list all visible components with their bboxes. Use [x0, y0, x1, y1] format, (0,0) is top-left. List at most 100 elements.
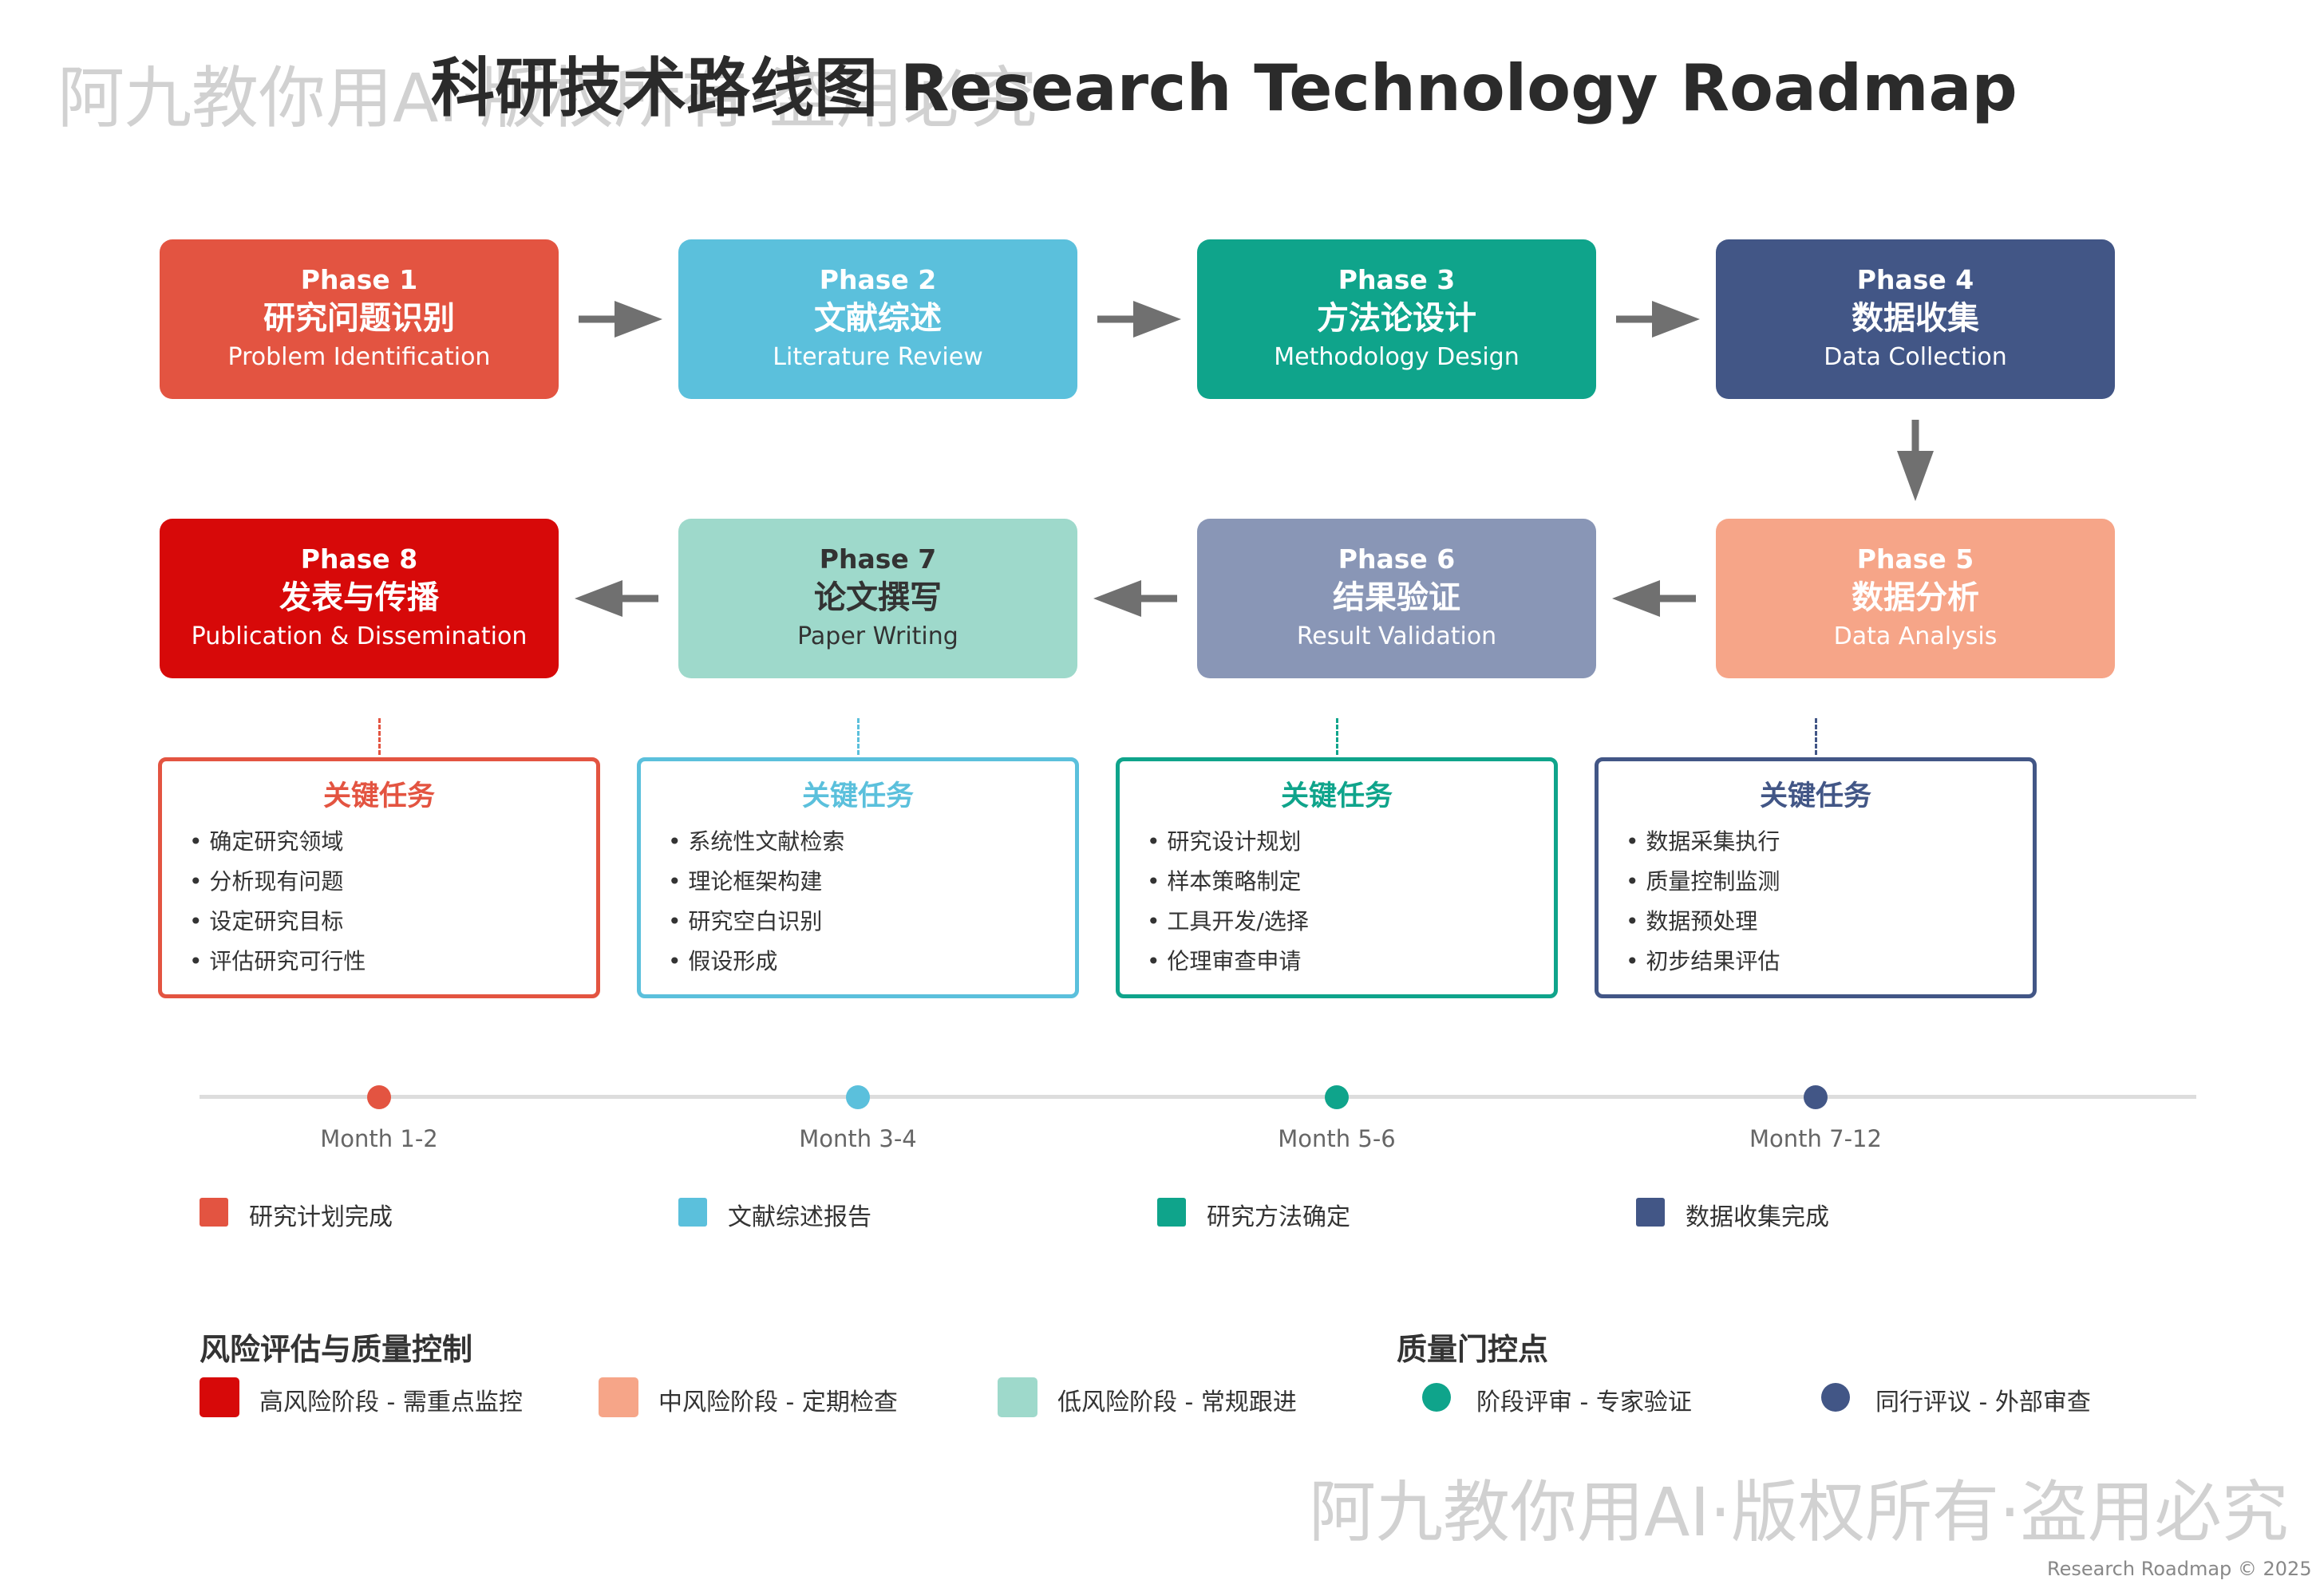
milestone-marker	[678, 1198, 707, 1227]
arrow-right-icon	[1616, 301, 1700, 338]
task-connector	[1336, 718, 1338, 755]
risk-medium-marker	[599, 1377, 638, 1417]
quality-legend-label: 阶段评审 - 专家验证	[1476, 1389, 1692, 1416]
phase-title-zh: 论文撰写	[814, 579, 942, 616]
phase-title-en: Result Validation	[1296, 622, 1497, 650]
task-connector	[857, 718, 860, 755]
quality-gate-marker	[1821, 1383, 1850, 1412]
task-box-1: 关键任务 确定研究领域 分析现有问题 设定研究目标 评估研究可行性	[158, 757, 600, 998]
phase-number: Phase 2	[819, 264, 937, 295]
milestone-marker	[1157, 1198, 1186, 1227]
milestone-label: 研究计划完成	[249, 1203, 393, 1231]
phase-title-en: Paper Writing	[797, 622, 958, 650]
risk-high-marker	[200, 1377, 239, 1417]
timeline-dot	[1325, 1085, 1349, 1109]
phase-title-zh: 文献综述	[814, 300, 942, 337]
timeline-dot	[1804, 1085, 1828, 1109]
task-item: 设定研究目标	[189, 902, 596, 942]
task-title: 关键任务	[801, 780, 914, 812]
task-item: 研究空白识别	[668, 902, 1075, 942]
phase-8-box: Phase 8 发表与传播 Publication & Disseminatio…	[160, 519, 559, 678]
arrow-right-icon	[579, 301, 662, 338]
phase-title-en: Problem Identification	[227, 343, 491, 371]
task-item: 初步结果评估	[1626, 942, 2033, 982]
risk-low-marker	[998, 1377, 1037, 1417]
phase-title-zh: 发表与传播	[279, 579, 439, 616]
task-item: 假设形成	[668, 942, 1075, 982]
milestone-label: 数据收集完成	[1686, 1203, 1829, 1231]
task-item: 工具开发/选择	[1147, 902, 1554, 942]
task-box-2: 关键任务 系统性文献检索 理论框架构建 研究空白识别 假设形成	[637, 757, 1079, 998]
task-connector	[378, 718, 381, 755]
page-title: 科研技术路线图 Research Technology Roadmap	[431, 51, 2018, 125]
phase-title-en: Literature Review	[773, 343, 983, 371]
phase-title-en: Data Analysis	[1833, 622, 1998, 650]
arrow-down-icon	[1897, 420, 1934, 501]
arrow-left-icon	[575, 580, 658, 617]
phase-number: Phase 3	[1338, 264, 1456, 295]
milestone-marker	[200, 1198, 228, 1227]
phase-7-box: Phase 7 论文撰写 Paper Writing	[678, 519, 1077, 678]
quality-legend-label: 同行评议 - 外部审查	[1875, 1389, 2091, 1416]
phase-number: Phase 4	[1856, 264, 1974, 295]
phase-4-box: Phase 4 数据收集 Data Collection	[1716, 239, 2115, 399]
task-connector	[1815, 718, 1817, 755]
arrow-right-icon	[1097, 301, 1181, 338]
phase-title-en: Publication & Dissemination	[191, 622, 528, 650]
phase-number: Phase 8	[300, 543, 418, 575]
phase-title-en: Methodology Design	[1274, 343, 1520, 371]
timeline-dot	[367, 1085, 391, 1109]
watermark-bottom: 阿九教你用AI·版权所有·盗用必究	[1309, 1473, 2289, 1551]
phase-number: Phase 1	[300, 264, 418, 295]
task-item: 数据预处理	[1626, 902, 2033, 942]
phase-number: Phase 6	[1338, 543, 1456, 575]
timeline-month-label: Month 1-2	[320, 1125, 438, 1152]
arrow-left-icon	[1612, 580, 1696, 617]
task-item: 样本策略制定	[1147, 862, 1554, 902]
phase-title-zh: 方法论设计	[1317, 300, 1476, 337]
phase-title-zh: 结果验证	[1333, 579, 1460, 616]
timeline-dot	[846, 1085, 870, 1109]
risk-legend-label: 高风险阶段 - 需重点监控	[259, 1389, 523, 1416]
milestone-marker	[1636, 1198, 1665, 1227]
quality-section-title: 质量门控点	[1397, 1332, 1549, 1367]
task-box-4: 关键任务 数据采集执行 质量控制监测 数据预处理 初步结果评估	[1595, 757, 2037, 998]
task-item: 研究设计规划	[1147, 822, 1554, 862]
phase-title-zh: 数据分析	[1852, 579, 1979, 616]
watermark-top: 阿九教你用AI·版权所有·盗用必究	[57, 59, 1037, 137]
milestone-label: 研究方法确定	[1207, 1203, 1350, 1231]
task-item: 伦理审查申请	[1147, 942, 1554, 982]
task-item: 质量控制监测	[1626, 862, 2033, 902]
task-box-3: 关键任务 研究设计规划 样本策略制定 工具开发/选择 伦理审查申请	[1116, 757, 1558, 998]
timeline-line	[200, 1095, 2196, 1099]
risk-section-title: 风险评估与质量控制	[200, 1332, 473, 1367]
task-item: 理论框架构建	[668, 862, 1075, 902]
risk-legend-label: 低风险阶段 - 常规跟进	[1057, 1389, 1297, 1416]
phase-title-zh: 数据收集	[1852, 300, 1979, 337]
risk-legend-label: 中风险阶段 - 定期检查	[658, 1389, 898, 1416]
phase-1-box: Phase 1 研究问题识别 Problem Identification	[160, 239, 559, 399]
timeline-month-label: Month 7-12	[1749, 1125, 1882, 1152]
timeline-month-label: Month 3-4	[799, 1125, 917, 1152]
phase-number: Phase 5	[1856, 543, 1974, 575]
task-title: 关键任务	[1280, 780, 1393, 812]
task-title: 关键任务	[322, 780, 435, 812]
task-item: 确定研究领域	[189, 822, 596, 862]
timeline-month-label: Month 5-6	[1278, 1125, 1396, 1152]
task-title: 关键任务	[1759, 780, 1871, 812]
phase-number: Phase 7	[819, 543, 937, 575]
footer-copyright: Research Roadmap © 2025	[2047, 1558, 2312, 1580]
task-item: 分析现有问题	[189, 862, 596, 902]
task-item: 系统性文献检索	[668, 822, 1075, 862]
phase-3-box: Phase 3 方法论设计 Methodology Design	[1197, 239, 1596, 399]
phase-title-zh: 研究问题识别	[263, 300, 455, 337]
phase-5-box: Phase 5 数据分析 Data Analysis	[1716, 519, 2115, 678]
task-item: 数据采集执行	[1626, 822, 2033, 862]
phase-title-en: Data Collection	[1824, 343, 2007, 371]
arrow-left-icon	[1093, 580, 1177, 617]
phase-6-box: Phase 6 结果验证 Result Validation	[1197, 519, 1596, 678]
quality-gate-marker	[1422, 1383, 1451, 1412]
milestone-label: 文献综述报告	[728, 1203, 871, 1231]
task-item: 评估研究可行性	[189, 942, 596, 982]
